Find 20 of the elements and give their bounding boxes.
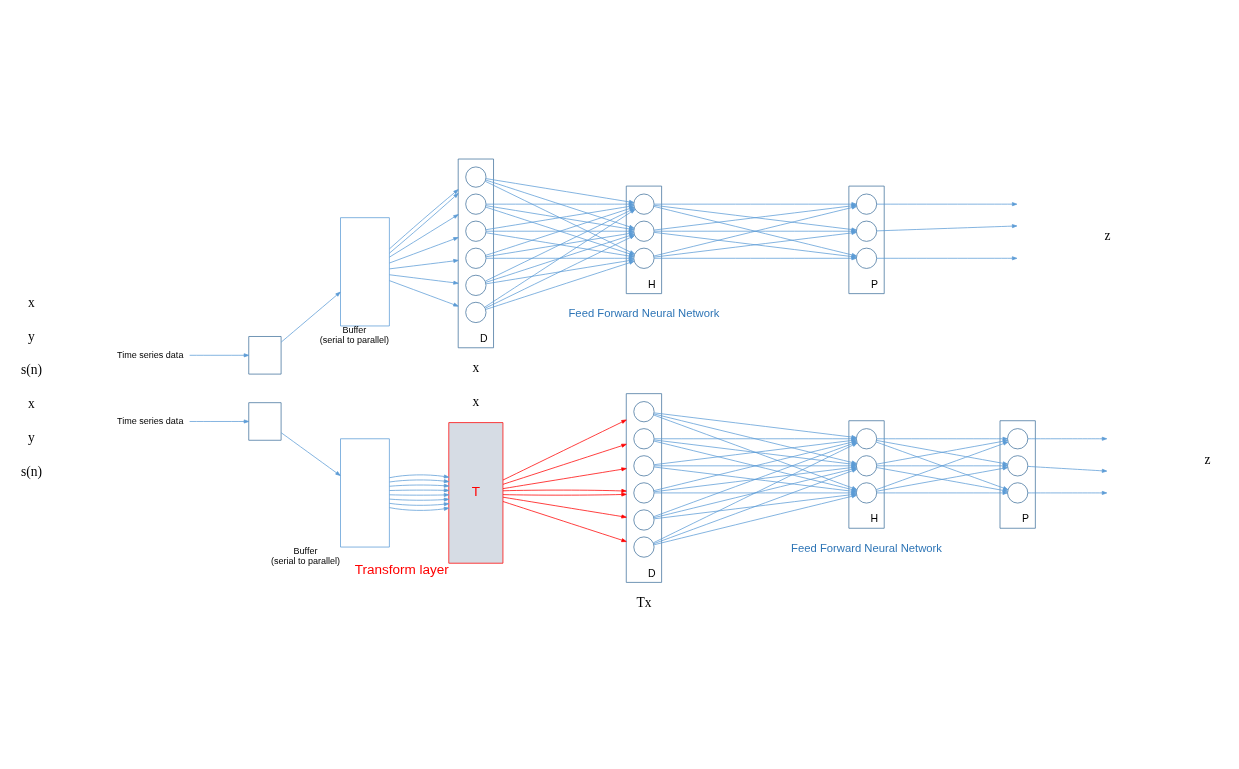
node-label: Buffer <box>293 545 318 556</box>
label: Tx <box>636 594 652 610</box>
label: y <box>28 429 35 445</box>
label: s(n) <box>20 463 42 479</box>
label: Feed Forward Neural Network <box>568 306 720 319</box>
node-text: Time series data <box>117 349 184 360</box>
label: s(n) <box>20 361 42 377</box>
node-label: Buffer <box>342 324 367 335</box>
node-text: Time series data <box>117 415 184 426</box>
node-label: (serial to parallel) <box>319 334 389 345</box>
label: z <box>1104 227 1111 243</box>
label: y <box>28 328 35 344</box>
label: x <box>28 294 35 310</box>
label: x <box>472 359 480 375</box>
label: z <box>1204 451 1211 467</box>
label: Feed Forward Neural Network <box>791 541 942 554</box>
node-label: Transform layer <box>354 561 449 577</box>
label: x <box>472 393 480 409</box>
node-label: (serial to parallel) <box>270 555 341 566</box>
label: x <box>28 395 35 411</box>
